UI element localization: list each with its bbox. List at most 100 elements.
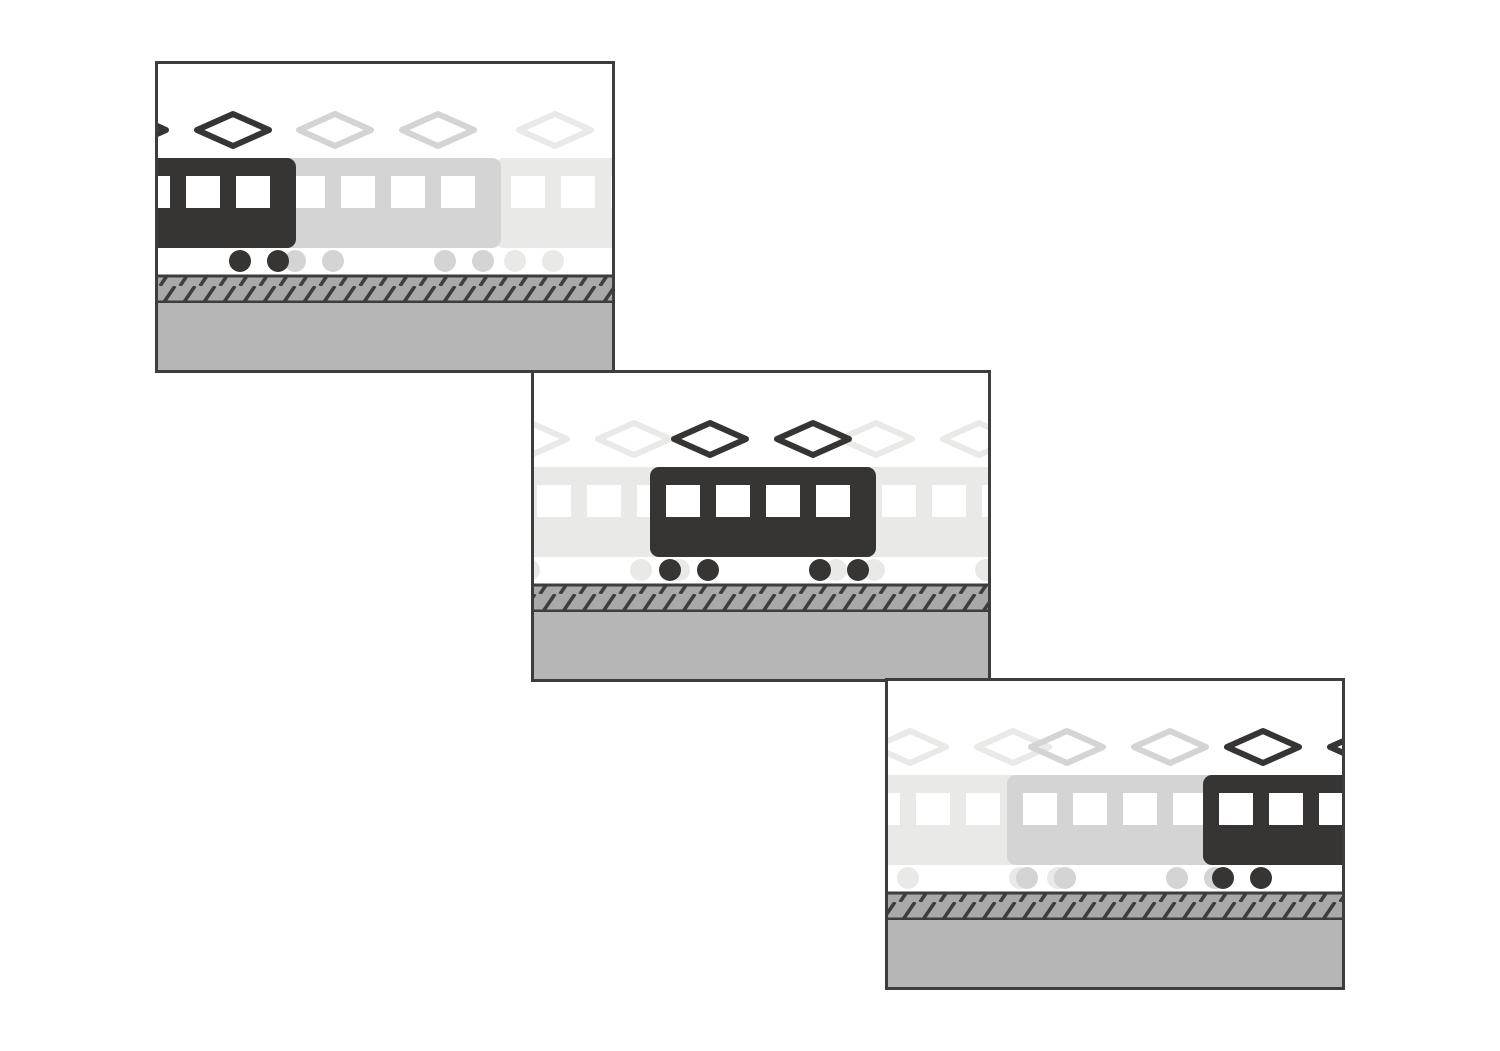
ghost-train-far bbox=[495, 111, 714, 272]
pantograph-icon bbox=[837, 420, 915, 458]
frame-train-centered bbox=[480, 370, 1035, 682]
train-wheel bbox=[1013, 559, 1035, 581]
ground bbox=[158, 303, 612, 370]
train-wheel bbox=[654, 250, 676, 272]
train-wheel bbox=[975, 559, 988, 581]
train-window bbox=[291, 176, 325, 208]
pantograph-icon bbox=[1224, 728, 1302, 766]
rail-track bbox=[534, 585, 988, 611]
train-window bbox=[982, 485, 988, 517]
train-wheel bbox=[692, 250, 714, 272]
train-wheel bbox=[847, 559, 869, 581]
train-wheel bbox=[1362, 867, 1384, 889]
train-wheel bbox=[229, 250, 251, 272]
train-window bbox=[441, 176, 475, 208]
train-window bbox=[158, 176, 170, 208]
train-wheel bbox=[480, 559, 502, 581]
train-window bbox=[932, 485, 966, 517]
train-window bbox=[882, 485, 916, 517]
frame-contents bbox=[79, 64, 714, 370]
train-window bbox=[511, 176, 545, 208]
main-train bbox=[79, 111, 296, 272]
train-wheel bbox=[1054, 867, 1076, 889]
pantograph-icon bbox=[595, 420, 673, 458]
pantograph-icon bbox=[194, 111, 272, 149]
train-window bbox=[766, 485, 800, 517]
train-window bbox=[1123, 793, 1157, 825]
train-window bbox=[1369, 793, 1403, 825]
pantograph-icon bbox=[534, 421, 570, 457]
train-wheel bbox=[472, 250, 494, 272]
train-window bbox=[561, 176, 595, 208]
pantograph-icon bbox=[296, 111, 374, 149]
train-wheel bbox=[1166, 867, 1188, 889]
train-window bbox=[1219, 793, 1253, 825]
train-wheel bbox=[1016, 867, 1038, 889]
train-window bbox=[1073, 793, 1107, 825]
pantograph-icon bbox=[671, 420, 749, 458]
train-window bbox=[1319, 793, 1342, 825]
main-train bbox=[1203, 728, 1422, 889]
frame-border bbox=[155, 61, 615, 373]
frame-border bbox=[531, 370, 991, 682]
train-window bbox=[666, 485, 700, 517]
pantograph-icon bbox=[399, 111, 477, 149]
frame-border bbox=[885, 678, 1345, 990]
train-wheel bbox=[1250, 867, 1272, 889]
ground bbox=[534, 612, 988, 679]
train-window bbox=[716, 485, 750, 517]
train-window bbox=[611, 176, 612, 208]
train-wheel bbox=[322, 250, 344, 272]
train-window bbox=[487, 485, 521, 517]
frame-contents bbox=[480, 373, 1035, 679]
train-wheel bbox=[434, 250, 456, 272]
train-wheel bbox=[504, 250, 526, 272]
frame-train-exiting bbox=[859, 678, 1422, 990]
train-window bbox=[236, 176, 270, 208]
pantograph-icon bbox=[888, 728, 949, 766]
train-window bbox=[86, 176, 120, 208]
train-wheel bbox=[284, 250, 306, 272]
train-wheel bbox=[697, 559, 719, 581]
train-wheel bbox=[79, 250, 101, 272]
train-wheel bbox=[825, 559, 847, 581]
train-wheel bbox=[117, 250, 139, 272]
train-wheel bbox=[897, 867, 919, 889]
train-wheel bbox=[859, 867, 881, 889]
train-window bbox=[537, 485, 571, 517]
train-window bbox=[186, 176, 220, 208]
pantograph-icon bbox=[1131, 728, 1209, 766]
main-train bbox=[650, 420, 876, 581]
ghost-train-near bbox=[275, 111, 501, 272]
train-wheel bbox=[659, 559, 681, 581]
train-window bbox=[391, 176, 425, 208]
train-wheel bbox=[863, 559, 885, 581]
frame-contents bbox=[859, 681, 1422, 987]
train-window bbox=[916, 793, 950, 825]
train-window bbox=[1173, 793, 1207, 825]
train-window bbox=[1023, 793, 1057, 825]
train-window bbox=[1269, 793, 1303, 825]
train-wheel bbox=[542, 250, 564, 272]
ground bbox=[888, 920, 1342, 987]
frame-train-entering bbox=[79, 61, 714, 373]
train-wheel bbox=[1400, 867, 1422, 889]
train-wheel bbox=[267, 250, 289, 272]
train-wheel bbox=[1212, 867, 1234, 889]
train-wheel bbox=[809, 559, 831, 581]
pantograph-icon bbox=[1028, 728, 1106, 766]
pantograph-icon bbox=[774, 420, 852, 458]
rail-track bbox=[888, 893, 1342, 919]
train-wheel bbox=[534, 560, 540, 580]
train-window bbox=[966, 793, 1000, 825]
pantograph-icon bbox=[940, 420, 988, 458]
pantograph-icon bbox=[622, 114, 694, 146]
train-wheel bbox=[630, 559, 652, 581]
train-window bbox=[816, 485, 850, 517]
train-window bbox=[661, 176, 695, 208]
train-window bbox=[888, 793, 900, 825]
train-window bbox=[341, 176, 375, 208]
train-window bbox=[587, 485, 621, 517]
pantograph-icon bbox=[516, 111, 594, 149]
